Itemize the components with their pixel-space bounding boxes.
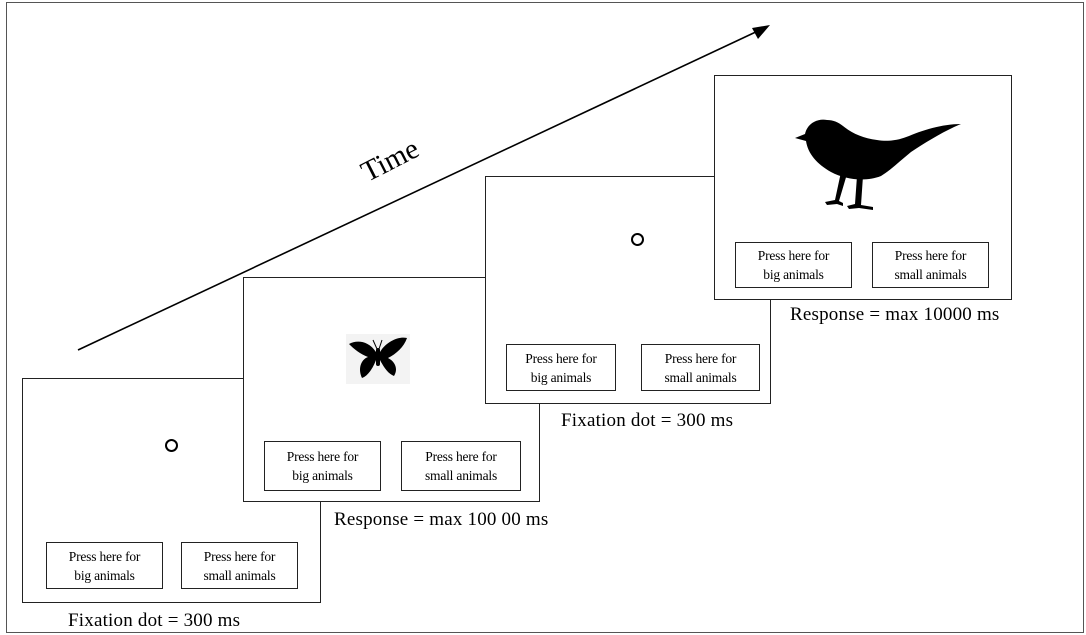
caption-response-bird: Response = max 10000 ms	[790, 304, 1000, 325]
caption-fixation-2: Fixation dot = 300 ms	[561, 410, 734, 431]
button-line: Press here for	[757, 248, 830, 263]
button-line: Press here for	[664, 350, 737, 366]
button-line: big animals	[74, 567, 135, 583]
figure-border	[6, 2, 1084, 633]
big-animals-button[interactable]: Press here for big animals	[46, 542, 163, 589]
big-animals-button[interactable]: Press here for big animals	[506, 344, 616, 391]
button-line: Press here for	[525, 350, 597, 366]
screen-response-bird: Press here for big animals Press here fo…	[714, 75, 1012, 300]
button-line: Press here for	[68, 548, 141, 564]
button-line: Press here for	[286, 449, 359, 464]
caption-response-butterfly: Response = max 100 00 ms	[334, 509, 549, 530]
fixation-dot	[631, 233, 644, 246]
small-animals-button[interactable]: Press here for small animals	[401, 441, 521, 491]
button-line: small animals	[424, 468, 497, 483]
button-line: small animals	[664, 369, 737, 385]
button-line: big animals	[292, 468, 353, 483]
button-line: big animals	[763, 267, 824, 282]
fixation-dot	[165, 439, 178, 452]
button-line: Press here for	[425, 449, 497, 464]
small-animals-button[interactable]: Press here for small animals	[181, 542, 298, 589]
big-animals-button[interactable]: Press here for big animals	[735, 242, 852, 288]
button-line: Press here for	[203, 548, 276, 564]
button-line: small animals	[894, 267, 967, 282]
caption-fixation-1: Fixation dot = 300 ms	[68, 610, 241, 631]
butterfly-icon	[346, 334, 410, 384]
button-line: small animals	[203, 567, 276, 583]
bird-icon	[795, 119, 961, 210]
button-line: big animals	[530, 369, 592, 385]
big-animals-button[interactable]: Press here for big animals	[264, 441, 381, 491]
button-line: Press here for	[894, 248, 967, 263]
small-animals-button[interactable]: Press here for small animals	[872, 242, 989, 288]
small-animals-button[interactable]: Press here for small animals	[641, 344, 760, 391]
